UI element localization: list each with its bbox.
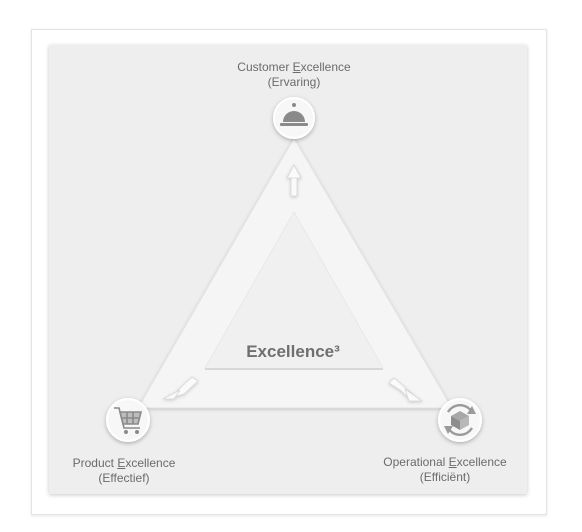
product-excellence-title: Product Excellence xyxy=(72,456,176,470)
customer-node xyxy=(273,97,315,139)
arrow-down-right xyxy=(388,377,424,402)
cloche-icon xyxy=(280,103,308,126)
operational-excellence-subtitle: (Efficiënt) xyxy=(419,470,471,484)
customer-excellence-subtitle: (Ervaring) xyxy=(267,75,321,89)
refresh-box-icon xyxy=(444,404,476,436)
arrow-down-left xyxy=(162,376,199,400)
product-excellence-subtitle: (Effectief) xyxy=(98,471,150,485)
inner-triangle-left-edge xyxy=(204,211,295,369)
operational-excellence-title: Operational Excellence xyxy=(383,455,507,469)
operational-excellence-label: Operational Excellence (Efficiënt) xyxy=(372,455,518,485)
operational-node xyxy=(438,398,482,442)
product-node xyxy=(106,398,150,442)
excellence-cubed-title: Excellence³ xyxy=(246,342,340,361)
inner-triangle-right-edge xyxy=(293,211,384,369)
shopping-cart-icon xyxy=(114,407,143,429)
product-excellence-label: Product Excellence (Effectief) xyxy=(56,456,192,486)
customer-excellence-label: Customer Excellence (Ervaring) xyxy=(214,60,374,90)
inner-triangle xyxy=(205,212,383,368)
customer-excellence-title: Customer Excellence xyxy=(237,60,351,74)
arrow-up xyxy=(286,164,302,197)
